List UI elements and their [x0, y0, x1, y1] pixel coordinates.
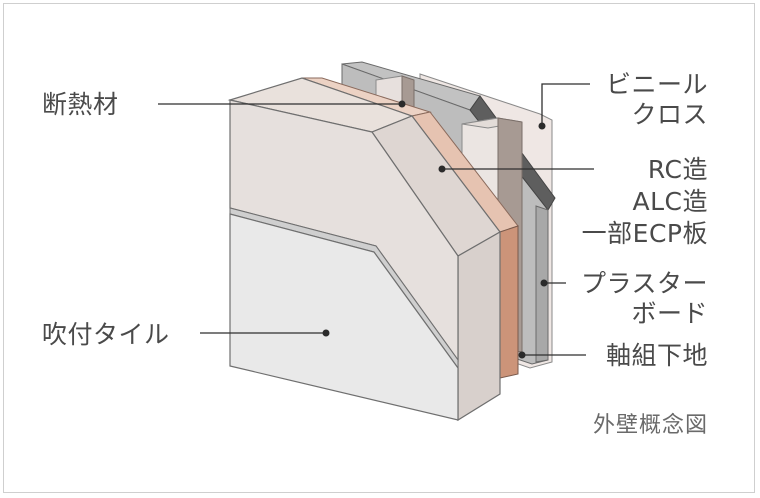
label-ecp: 一部ECP板 [582, 219, 708, 248]
dot-vinyl-cloth [538, 122, 546, 130]
label-alc: ALC造 [633, 187, 709, 216]
label-vinyl-cloth-line1: ビニール [606, 70, 708, 99]
spray-tile-face [229, 213, 459, 421]
label-vinyl-cloth-line2: クロス [631, 100, 708, 129]
diagram-caption: 外壁概念図 [593, 413, 708, 438]
leader-vinyl-cloth [541, 83, 590, 126]
label-frame: 軸組下地 [606, 341, 708, 370]
label-rc: RC造 [648, 155, 708, 184]
wall-side [457, 230, 501, 422]
dot-rc [438, 165, 446, 173]
insulation-side [499, 225, 519, 379]
label-plaster-line2: ボード [631, 299, 708, 328]
dot-plaster-board [540, 279, 548, 287]
dot-spray-tile [322, 329, 330, 337]
label-insulation: 断熱材 [42, 90, 119, 119]
dot-frame [518, 351, 526, 359]
label-spray-tile: 吹付タイル [42, 320, 170, 349]
dot-insulation [398, 100, 406, 108]
label-plaster-line1: プラスター [581, 269, 708, 298]
